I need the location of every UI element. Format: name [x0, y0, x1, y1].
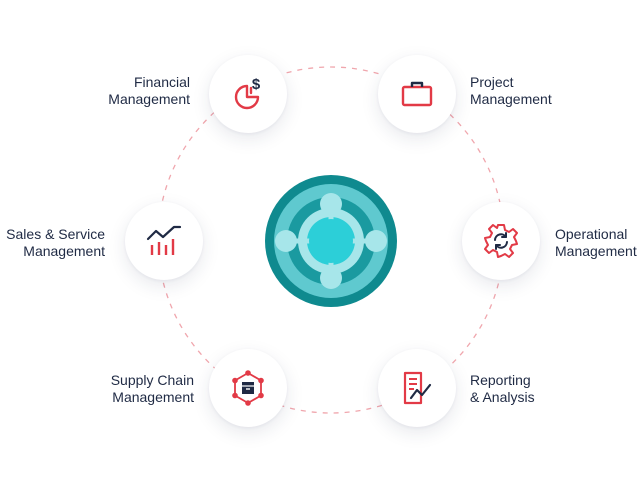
reporting-analysis-node[interactable]: [378, 349, 456, 427]
supply-chain-management-node[interactable]: [209, 349, 287, 427]
sales-service-management-node[interactable]: [125, 202, 203, 280]
financial-management-label: Financial Management: [108, 74, 190, 107]
network-box-icon: [232, 370, 264, 406]
financial-management-node[interactable]: $: [209, 55, 287, 133]
briefcase-icon: [401, 81, 433, 107]
gear-sync-icon: [484, 224, 518, 258]
pie-chart-dollar-icon: $: [234, 76, 261, 110]
supply-chain-management-label: Supply Chain Management: [110, 372, 194, 405]
project-management-node[interactable]: [378, 55, 456, 133]
reporting-analysis-label: Reporting & Analysis: [470, 372, 535, 405]
svg-text:$: $: [252, 76, 261, 93]
business-central-logo-icon: [265, 175, 397, 307]
report-chart-icon: [403, 371, 432, 405]
operational-management-node[interactable]: [462, 202, 540, 280]
bar-trend-chart-icon: [146, 225, 182, 255]
operational-management-label: Operational Management: [555, 226, 637, 259]
project-management-label: Project Management: [470, 74, 552, 107]
sales-service-management-label: Sales & Service Management: [6, 226, 105, 259]
